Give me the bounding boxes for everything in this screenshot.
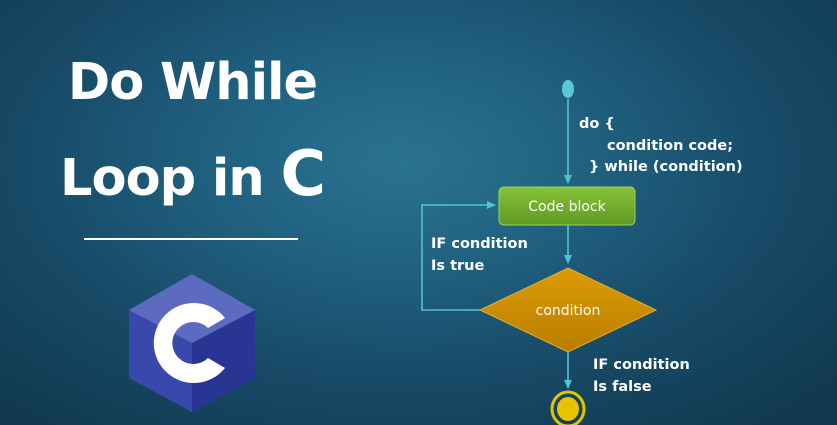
start-node-icon (562, 80, 574, 98)
connector-loop-back (421, 201, 496, 311)
code-line-1: do { (579, 116, 615, 132)
code-line-3: } while (condition) (589, 159, 743, 175)
title-line-2-letter: C (280, 137, 326, 210)
process-label: Code block (528, 199, 606, 215)
process-box (498, 186, 636, 226)
end-node-icon (550, 390, 586, 425)
title-line-1: Do While (67, 53, 318, 112)
false-branch-line-1: IF condition (593, 357, 690, 373)
logo-c-letter (153, 303, 225, 383)
code-line-2: condition code; (607, 138, 733, 154)
true-branch-line-2: Is true (431, 258, 484, 274)
title-line-2-prefix: Loop in (60, 149, 281, 208)
title-line-2: Loop in C (40, 143, 345, 210)
title-divider (84, 238, 298, 240)
false-branch-label: IF condition Is false (593, 357, 695, 395)
true-branch-line-1: IF condition (431, 236, 528, 252)
true-branch-label: IF condition Is true (431, 236, 533, 274)
c-language-logo-icon (129, 274, 255, 412)
logo-hexagon-right (192, 310, 255, 412)
false-branch-line-2: Is false (593, 379, 652, 395)
code-snippet: do { condition code; } while (condition) (579, 116, 743, 175)
decision-label: condition (536, 303, 601, 319)
